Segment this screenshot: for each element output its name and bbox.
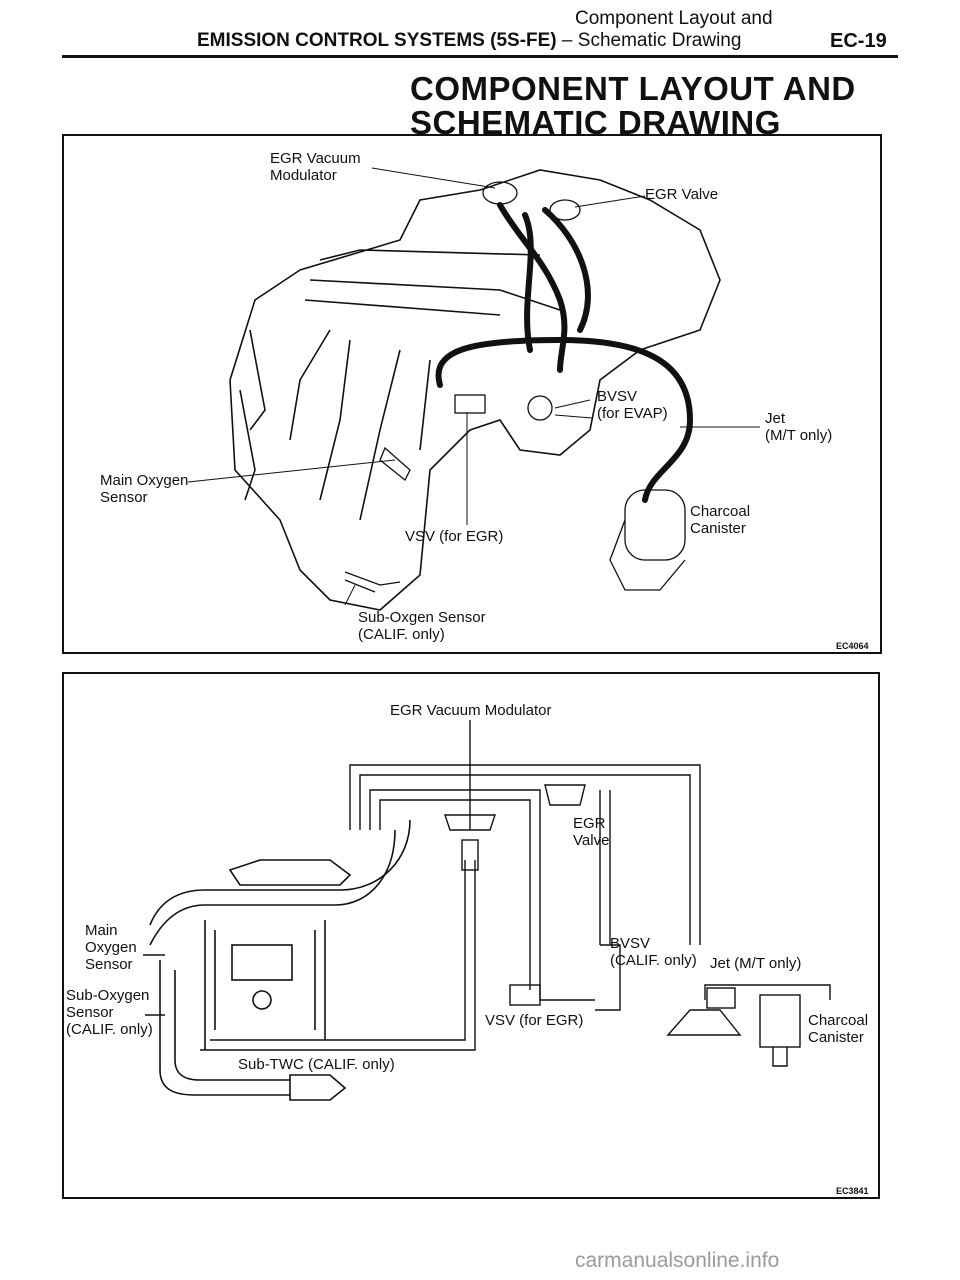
label-bvsv-schematic-line-1: BVSV [610,935,651,952]
label-sub-oxygen-sensor-schematic-line-3: (CALIF. only) [66,1021,153,1038]
label-charcoal-canister-schematic-line-1: Charcoal [808,1012,869,1029]
schematic-figure [62,672,880,1199]
header-rule [62,55,898,58]
label-egr-vacuum-modulator-line-2: Modulator [270,167,337,184]
label-jet: Jet (M/T only) [765,410,832,444]
page-number: EC-19 [830,30,887,52]
label-jet-line-2: (M/T only) [765,427,833,444]
label-bvsv: BVSV (for EVAP) [597,388,668,422]
label-sub-oxygen-sensor-line-2: (CALIF. only) [358,626,445,643]
figure-code-schematic: EC3841 [836,1186,869,1196]
label-main-oxygen-sensor-schematic-line-1: Main [85,922,118,939]
label-main-oxygen-sensor-schematic: Main Oxygen Sensor [85,922,137,973]
label-main-oxygen-sensor-schematic-line-3: Sensor [85,956,133,973]
page-title-line-1: COMPONENT LAYOUT AND [410,70,856,107]
label-egr-valve-schematic-line-1: EGR [573,815,606,832]
label-egr-vacuum-modulator-schematic: EGR Vacuum Modulator [390,702,552,719]
label-vsv-schematic: VSV (for EGR) [485,1012,584,1029]
figure-code-layout: EC4064 [836,641,869,651]
label-jet-schematic: Jet (M/T only) [710,955,802,972]
label-egr-vacuum-modulator-line-1: EGR Vacuum [270,150,361,167]
section-prefix: EMISSION CONTROL SYSTEMS (5S-FE) [197,30,557,51]
label-bvsv-schematic: BVSV (CALIF. only) [610,935,697,969]
label-jet-line-1: Jet [765,410,786,427]
label-bvsv-schematic-line-2: (CALIF. only) [610,952,697,969]
label-charcoal-canister-schematic: Charcoal Canister [808,1012,868,1046]
section-dash: – [556,30,578,51]
label-sub-twc: Sub-TWC (CALIF. only) [238,1056,395,1073]
label-charcoal-canister-line-1: Charcoal [690,503,751,520]
label-egr-valve-schematic: EGR Valve [573,815,609,849]
label-egr-valve-schematic-line-2: Valve [573,832,610,849]
label-sub-oxygen-sensor: Sub-Oxgen Sensor (CALIF. only) [358,609,486,643]
page-title-line-2: SCHEMATIC DRAWING [410,104,781,141]
watermark-text: carmanualsonline.info [575,1249,780,1272]
label-sub-oxygen-sensor-schematic: Sub-Oxygen Sensor (CALIF. only) [66,987,153,1038]
label-egr-vacuum-modulator: EGR Vacuum Modulator [270,150,361,184]
label-main-oxygen-sensor-schematic-line-2: Oxygen [85,939,137,956]
label-main-oxygen-sensor-line-2: Sensor [100,489,148,506]
label-bvsv-line-1: BVSV [597,388,638,405]
label-sub-oxygen-sensor-schematic-line-2: Sensor [66,1004,114,1021]
label-vsv: VSV (for EGR) [405,528,504,545]
section-suffix: Schematic Drawing [577,30,742,51]
label-charcoal-canister: Charcoal Canister [690,503,750,537]
label-charcoal-canister-line-2: Canister [690,520,746,537]
label-charcoal-canister-schematic-line-2: Canister [808,1029,864,1046]
label-egr-valve: EGR Valve [645,186,719,203]
label-sub-oxygen-sensor-line-1: Sub-Oxgen Sensor [358,609,486,626]
label-main-oxygen-sensor-line-1: Main Oxygen [100,472,189,489]
component-layout-figure [62,134,882,654]
page-title: COMPONENT LAYOUT AND SCHEMATIC DRAWING [410,72,856,140]
section-subtitle: Component Layout and [575,8,773,29]
section-title: EMISSION CONTROL SYSTEMS (5S-FE) – Schem… [197,30,741,52]
label-bvsv-line-2: (for EVAP) [597,405,668,422]
label-main-oxygen-sensor: Main Oxygen Sensor [100,472,188,506]
label-sub-oxygen-sensor-schematic-line-1: Sub-Oxygen [66,987,150,1004]
